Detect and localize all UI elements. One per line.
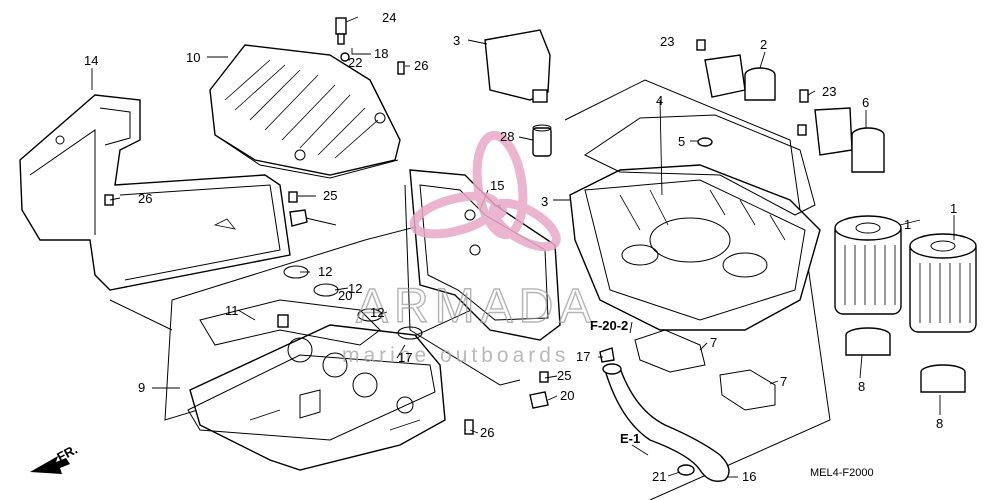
callout-23b: 23 — [822, 84, 836, 99]
front-direction-arrow: FR. — [30, 442, 80, 474]
part-3-oil-pan[interactable] — [569, 164, 821, 331]
callout-16: 16 — [742, 469, 756, 484]
callout-26a: 26 — [414, 58, 428, 73]
callout-25a: 25 — [323, 188, 337, 203]
ref-label-f20-2: F-20-2 — [590, 318, 628, 333]
callout-21: 21 — [652, 469, 666, 484]
callout-10: 10 — [186, 50, 200, 65]
callout-12b: 12 — [348, 281, 362, 296]
callout-14: 14 — [84, 53, 98, 68]
callout-18: 18 — [374, 46, 388, 61]
callout-8b: 8 — [936, 416, 943, 431]
callout-9: 9 — [138, 380, 145, 395]
leader-lines — [91, 16, 955, 478]
part-2-pipe[interactable] — [704, 54, 776, 101]
part-1-oil-filter-b[interactable] — [909, 233, 977, 333]
callout-28: 28 — [500, 129, 514, 144]
callout-5: 5 — [678, 134, 685, 149]
part-4-gasket[interactable] — [583, 114, 816, 216]
hardware-bolts[interactable] — [104, 17, 809, 476]
ref-label-e1: E-1 — [620, 431, 640, 446]
callouts: 1 1 2 3 3 4 5 6 7 7 8 8 9 10 11 12 12 12… — [84, 10, 957, 484]
part-16-hose[interactable] — [602, 363, 730, 482]
part-8-cap-a[interactable] — [845, 327, 891, 356]
part-14-side-cover[interactable] — [19, 94, 291, 291]
drawing-code: MEL4-F2000 — [810, 467, 874, 479]
callout-1a: 1 — [904, 217, 911, 232]
callout-20a: 20 — [338, 288, 352, 303]
callout-20b: 20 — [560, 388, 574, 403]
callout-6: 6 — [862, 95, 869, 110]
part-5-plug[interactable] — [697, 137, 713, 147]
callout-11: 11 — [225, 303, 239, 318]
part-8-cap-b[interactable] — [920, 364, 966, 393]
part-28-tube[interactable] — [532, 124, 552, 157]
part-11-gasket[interactable] — [187, 299, 436, 441]
callout-7a: 7 — [710, 335, 717, 350]
callout-26b: 26 — [138, 191, 152, 206]
callout-22: 22 — [348, 55, 362, 70]
part-7-gaskets[interactable] — [634, 329, 776, 411]
callout-8a: 8 — [858, 379, 865, 394]
callout-17a: 17 — [398, 350, 412, 365]
callout-3b: 3 — [541, 194, 548, 209]
part-6-pipe[interactable] — [814, 107, 885, 173]
part-13-breather[interactable] — [484, 29, 551, 103]
callout-26c: 26 — [480, 425, 494, 440]
callout-25b: 25 — [557, 368, 571, 383]
part-10-head-cover[interactable] — [209, 44, 401, 179]
callout-1b: 1 — [950, 201, 957, 216]
part-9-cylinder-base[interactable] — [189, 324, 446, 471]
part-1-oil-filter-a[interactable] — [834, 215, 902, 315]
callout-15: 15 — [490, 178, 504, 193]
callout-12a: 12 — [318, 264, 332, 279]
callout-17b: 17 — [576, 349, 590, 364]
callout-3a: 3 — [453, 33, 460, 48]
callout-7b: 7 — [780, 374, 787, 389]
callout-2: 2 — [760, 37, 767, 52]
callout-4: 4 — [656, 93, 663, 108]
callout-12c: 12 — [370, 305, 384, 320]
callout-23a: 23 — [660, 34, 674, 49]
callout-24: 24 — [382, 10, 396, 25]
